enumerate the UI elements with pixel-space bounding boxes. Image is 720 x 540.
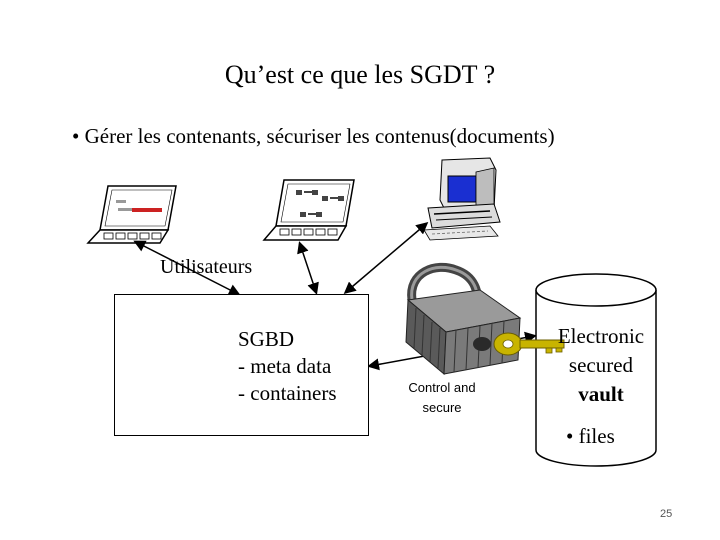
cylinder-database-icon (535, 273, 657, 467)
sgbd-box (114, 294, 369, 436)
desktop-computer-icon (423, 157, 501, 241)
laptop-icon (262, 179, 355, 241)
vault-line1: Electronic (557, 324, 645, 348)
vault-line2: secured (568, 353, 634, 377)
slide-title: Qu’est ce que les SGDT ? (224, 60, 496, 89)
key-icon (493, 332, 565, 356)
control-label: Control and secure (404, 378, 480, 418)
vault-line3: vault (578, 382, 624, 406)
arrow-laptop1-sgbd (133, 240, 241, 296)
laptop-icon (86, 185, 177, 244)
bullet-point: • Gérer les contenants, sécuriser les co… (72, 124, 555, 148)
page-number: 25 (660, 508, 673, 520)
control-line1: Control and (408, 380, 476, 395)
vault-files-bullet: • files (566, 424, 615, 448)
vault-label: Electronic secured vault (546, 322, 656, 409)
control-line2: secure (422, 400, 462, 415)
sgbd-title: SGBD (238, 327, 295, 351)
sgbd-line-meta: - meta data (238, 354, 332, 378)
users-label: Utilisateurs (160, 256, 253, 278)
arrow-laptop2-sgbd (297, 241, 319, 295)
arrow-desktop-sgbd (343, 222, 429, 294)
sgbd-label: SGBD - meta data - containers (238, 326, 337, 407)
padlock-icon (405, 262, 522, 376)
sgbd-line-containers: - containers (238, 381, 337, 405)
